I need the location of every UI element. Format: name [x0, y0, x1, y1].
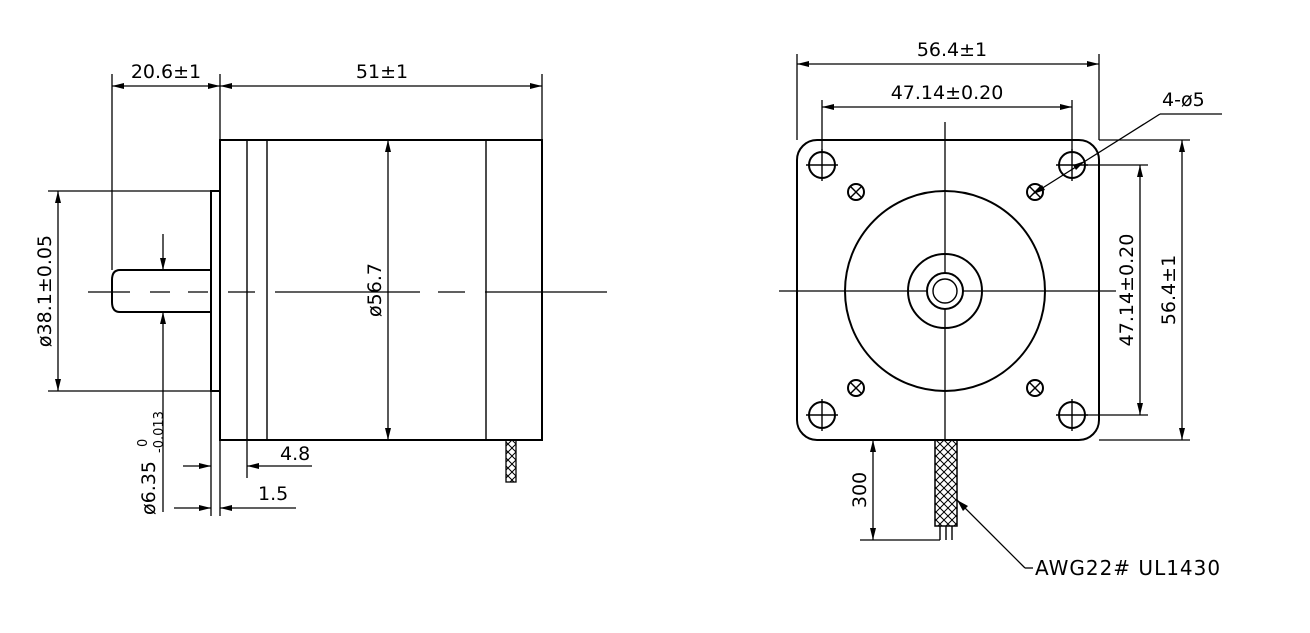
- dim-body-length: 51±1: [356, 61, 408, 83]
- mounting-hole: [1056, 399, 1088, 431]
- svg-text:ø6.35: ø6.35: [138, 461, 160, 515]
- dim-lead-length: 300: [849, 472, 871, 508]
- dim-shaft-length: 20.6±1: [131, 61, 201, 83]
- svg-text:-0.013: -0.013: [152, 411, 167, 453]
- dim-hole-spacing-h: 47.14±0.20: [891, 82, 1004, 104]
- pilot-boss: [210, 190, 221, 392]
- hole-callout: 4-ø5: [1162, 89, 1205, 111]
- svg-text:0: 0: [136, 439, 151, 447]
- lead-wire-bundle: [934, 439, 958, 527]
- screw: [1026, 379, 1044, 397]
- shaft-inner: [932, 278, 958, 304]
- dim-hole-spacing-v: 47.14±0.20: [1116, 234, 1138, 347]
- flange-square: [796, 139, 1100, 441]
- dim-shaft-dia: ø6.35 0 -0.013: [136, 411, 167, 515]
- screw: [847, 183, 865, 201]
- dim-body-dia: ø56.7: [364, 263, 386, 317]
- mounting-hole: [806, 149, 838, 181]
- side-view: 20.6±1 51±1 ø38.1±0.05 ø56.7 ø6.35 0 -0.…: [34, 61, 607, 516]
- front-view: 56.4±1 47.14±0.20 4-ø5 47.14±0.20 56.4±1…: [779, 39, 1222, 580]
- dim-boss-thickness: 1.5: [258, 483, 288, 505]
- screw: [847, 379, 865, 397]
- lead-wire-side: [505, 439, 517, 483]
- shaft: [111, 269, 211, 313]
- dim-height: 56.4±1: [1158, 255, 1180, 325]
- dim-flange-dia: ø38.1±0.05: [34, 235, 56, 347]
- mounting-hole: [806, 399, 838, 431]
- wire-spec: AWG22# UL1430: [1035, 556, 1221, 580]
- dim-width: 56.4±1: [917, 39, 987, 61]
- dim-flange-thickness: 4.8: [280, 443, 310, 465]
